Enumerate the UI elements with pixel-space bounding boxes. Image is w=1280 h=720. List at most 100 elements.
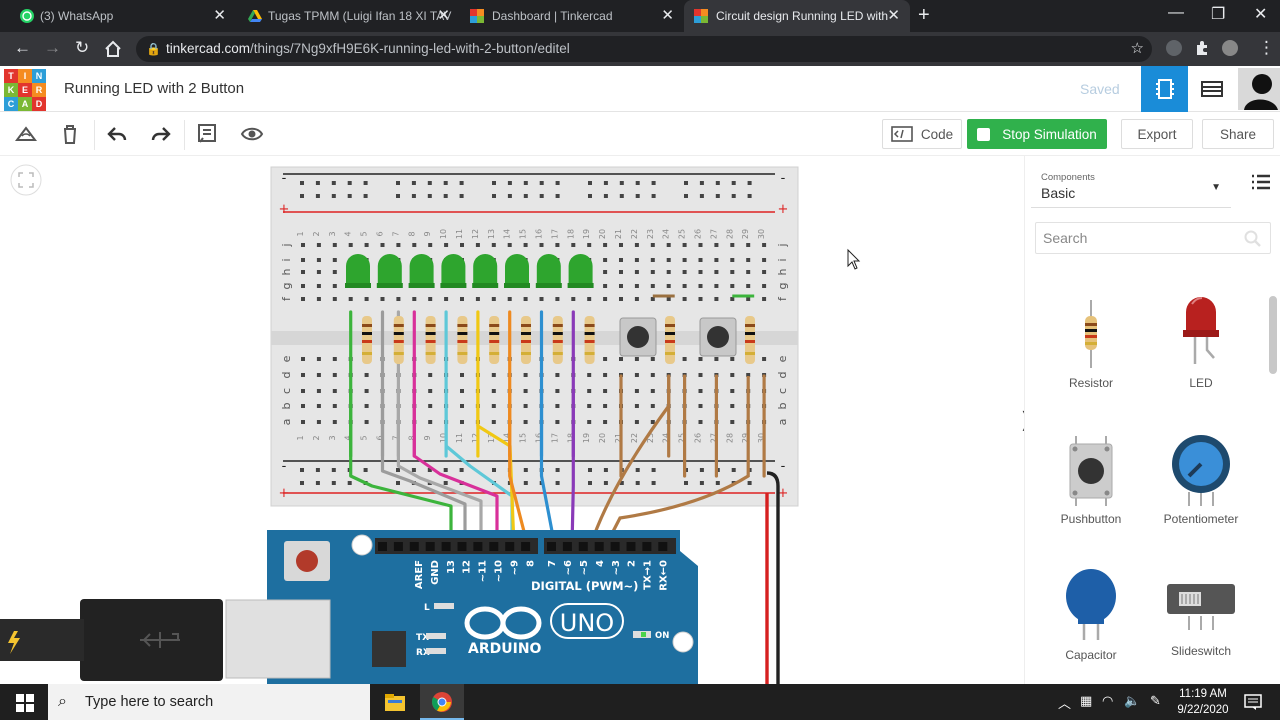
browser-tab-whatsapp[interactable]: (3) WhatsApp ✕ bbox=[0, 0, 236, 32]
close-tab-icon[interactable]: ✕ bbox=[661, 7, 674, 24]
breadboard-hole bbox=[603, 284, 608, 288]
undo-icon[interactable] bbox=[105, 122, 129, 146]
code-button[interactable]: Code bbox=[882, 119, 962, 149]
volume-icon[interactable]: 🔈 bbox=[1124, 693, 1141, 708]
notes-icon[interactable] bbox=[195, 122, 219, 146]
user-avatar[interactable] bbox=[1238, 68, 1280, 110]
breadboard-hole bbox=[603, 297, 608, 301]
component-pushbutton[interactable]: Pushbutton bbox=[1036, 432, 1146, 526]
pin-label: ~10 bbox=[494, 560, 505, 582]
component-capacitor[interactable]: Capacitor bbox=[1036, 564, 1146, 662]
breadboard-hole bbox=[698, 404, 703, 408]
component-search[interactable] bbox=[1035, 222, 1271, 254]
col-number-bottom: 28 bbox=[725, 433, 734, 443]
maximize-window-icon[interactable]: ❐ bbox=[1211, 6, 1226, 23]
taskbar-chrome-button[interactable] bbox=[420, 684, 464, 720]
browser-tab-dashboard[interactable]: Dashboard | Tinkercad ✕ bbox=[460, 0, 684, 32]
breadboard-hole bbox=[650, 270, 655, 274]
breadboard-hole bbox=[634, 270, 639, 274]
component-resistor[interactable]: Resistor bbox=[1036, 296, 1146, 390]
delete-trash-icon[interactable] bbox=[58, 122, 82, 146]
wifi-icon[interactable]: ◠ bbox=[1102, 693, 1114, 708]
col-number-top: 7 bbox=[391, 231, 400, 236]
breadboard-hole bbox=[746, 270, 751, 274]
tinkercad-icon bbox=[470, 9, 484, 23]
circuit-view-button[interactable] bbox=[1141, 66, 1188, 112]
breadboard-hole bbox=[682, 297, 687, 301]
export-button[interactable]: Export bbox=[1121, 119, 1193, 149]
lightning-icon bbox=[8, 631, 20, 654]
browser-tab-drive[interactable]: Tugas TPMM (Luigi Ifan 18 XI TAV ✕ bbox=[236, 0, 460, 32]
component-slideswitch[interactable]: Slideswitch bbox=[1146, 576, 1256, 658]
resistor-band bbox=[584, 332, 595, 335]
rail-hole bbox=[603, 181, 608, 185]
new-tab-plus-icon[interactable]: + bbox=[918, 4, 930, 26]
resistor-band bbox=[665, 324, 675, 327]
rail-sign-label: - bbox=[282, 171, 287, 186]
share-button[interactable]: Share bbox=[1202, 119, 1274, 149]
network-icon[interactable]: ▦ bbox=[1080, 693, 1093, 708]
close-tab-icon[interactable]: ✕ bbox=[213, 7, 226, 24]
component-search-input[interactable] bbox=[1036, 223, 1236, 253]
close-window-icon[interactable]: ✕ bbox=[1254, 6, 1268, 23]
reload-icon[interactable]: ↻ bbox=[75, 38, 90, 57]
list-view-icon[interactable] bbox=[1251, 174, 1271, 190]
tinkercad-logo[interactable]: T I N K E R C A D bbox=[4, 69, 46, 111]
panel-scrollbar[interactable] bbox=[1269, 296, 1277, 374]
rail-hole bbox=[427, 194, 432, 198]
circuit-canvas[interactable]: ❭ --++--++112233445566778899101011111212… bbox=[0, 156, 1035, 684]
address-bar[interactable]: 🔒 tinkercad.com/things/7Ng9xfH9E6K-runni… bbox=[136, 36, 1152, 62]
pin-label: RX←0 bbox=[659, 560, 670, 591]
logo-letter: K bbox=[4, 83, 18, 97]
minimize-window-icon[interactable]: — bbox=[1168, 4, 1184, 21]
search-icon[interactable] bbox=[1244, 230, 1262, 248]
component-list-button[interactable] bbox=[1188, 66, 1235, 112]
profile-avatar-icon[interactable] bbox=[1222, 40, 1238, 56]
breadboard-hole bbox=[730, 404, 735, 408]
col-number-top: 9 bbox=[423, 231, 432, 236]
close-tab-icon[interactable]: ✕ bbox=[887, 7, 900, 24]
stop-simulation-label: Stop Simulation bbox=[1002, 126, 1097, 142]
windows-start-icon[interactable] bbox=[16, 694, 34, 712]
file-explorer-icon[interactable] bbox=[384, 692, 406, 712]
close-tab-icon[interactable]: ✕ bbox=[437, 7, 450, 24]
rail-hole bbox=[651, 194, 656, 198]
system-clock[interactable]: 11:19 AM 9/22/2020 bbox=[1174, 686, 1232, 718]
led-body bbox=[568, 254, 593, 286]
forward-arrow-icon[interactable]: → bbox=[44, 38, 61, 57]
show-hidden-icons-chevron-icon[interactable]: ︿ bbox=[1058, 696, 1072, 711]
breadboard-hole bbox=[364, 243, 369, 247]
header-pin bbox=[409, 542, 419, 551]
component-led[interactable]: LED bbox=[1146, 292, 1256, 390]
components-dropdown[interactable]: Components Basic ▼ bbox=[1031, 164, 1231, 208]
bookmark-star-icon[interactable]: ☆ bbox=[1130, 40, 1144, 57]
header-pin bbox=[658, 542, 668, 551]
resistor bbox=[425, 316, 436, 364]
rotate-icon[interactable] bbox=[14, 122, 38, 146]
project-title[interactable]: Running LED with 2 Button bbox=[64, 80, 245, 97]
rail-hole bbox=[588, 181, 592, 185]
col-number-top: 17 bbox=[550, 229, 559, 239]
taskbar-search[interactable]: ⌕ Type here to search bbox=[48, 684, 370, 720]
breadboard-hole bbox=[746, 297, 751, 301]
puzzle-extensions-icon[interactable] bbox=[1194, 40, 1210, 56]
component-potentiometer[interactable]: Potentiometer bbox=[1146, 432, 1256, 526]
redo-icon[interactable] bbox=[149, 122, 173, 146]
notifications-icon[interactable] bbox=[1244, 693, 1262, 711]
rail-hole bbox=[363, 468, 368, 472]
rail-hole bbox=[555, 194, 560, 198]
rail-hole bbox=[539, 181, 544, 185]
visibility-eye-icon[interactable] bbox=[240, 122, 264, 146]
rail-hole bbox=[539, 194, 544, 198]
fit-view-icon[interactable] bbox=[10, 164, 42, 196]
breadboard-hole bbox=[460, 297, 464, 301]
back-arrow-icon[interactable]: ← bbox=[14, 38, 31, 57]
stop-simulation-button[interactable]: Stop Simulation bbox=[967, 119, 1107, 149]
browser-tab-circuit-active[interactable]: Circuit design Running LED with ✕ bbox=[684, 0, 910, 32]
pen-icon[interactable]: ✎ bbox=[1150, 693, 1161, 708]
breadboard-hole bbox=[364, 389, 369, 393]
home-icon[interactable] bbox=[104, 40, 122, 58]
extension-icon[interactable] bbox=[1166, 40, 1182, 56]
pushbutton-cap bbox=[707, 326, 729, 348]
browser-menu-icon[interactable]: ⋮ bbox=[1258, 38, 1275, 57]
